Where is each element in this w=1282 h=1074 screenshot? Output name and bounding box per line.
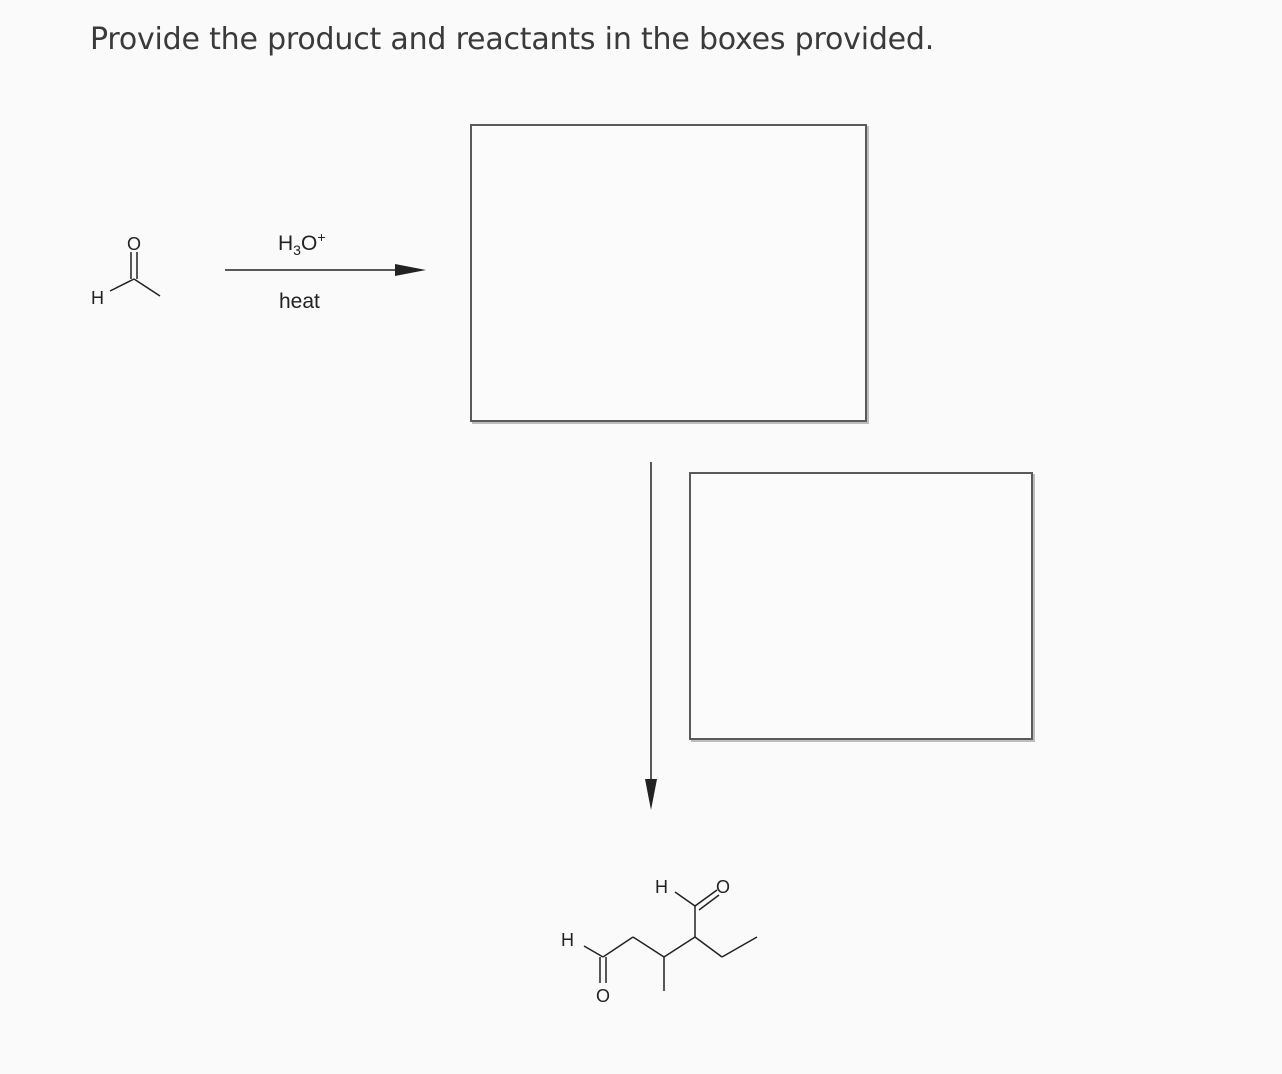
condition-heat: heat <box>279 290 320 313</box>
reaction-arrow-vertical <box>645 462 657 810</box>
reaction-arrow-horizontal <box>225 264 426 276</box>
bond-c2-ethyl <box>694 936 723 958</box>
bond-c5-h2 <box>583 945 604 958</box>
dialdehyde-structure: H O H O <box>561 877 758 1006</box>
bond-c1-o1-a <box>694 889 718 907</box>
acetaldehyde-structure: O H <box>91 234 161 308</box>
arrowhead-down-icon <box>645 779 657 810</box>
bond-h-carbonyl <box>109 278 135 292</box>
bond-c3-c4 <box>632 936 665 958</box>
atom-h2: H <box>561 930 574 950</box>
bond-ethyl-terminal <box>721 936 758 958</box>
arrowhead-right-icon <box>395 264 426 276</box>
reactant-answer-box[interactable] <box>689 472 1033 740</box>
bond-c2-c3 <box>663 936 696 958</box>
atom-o1: O <box>716 877 730 897</box>
reagent-h3o-plus: H3O+ <box>278 229 326 258</box>
bond-h1-c1 <box>674 891 696 907</box>
product-answer-box[interactable] <box>470 124 867 422</box>
atom-h1: H <box>655 877 668 897</box>
atom-h: H <box>91 288 104 308</box>
atom-o: O <box>127 234 141 254</box>
bond-methyl <box>133 278 161 297</box>
question-text: Provide the product and reactants in the… <box>90 22 935 57</box>
bond-c4-c5 <box>602 936 634 958</box>
atom-o2: O <box>596 986 610 1006</box>
bond-c1-o1-b <box>698 894 720 911</box>
